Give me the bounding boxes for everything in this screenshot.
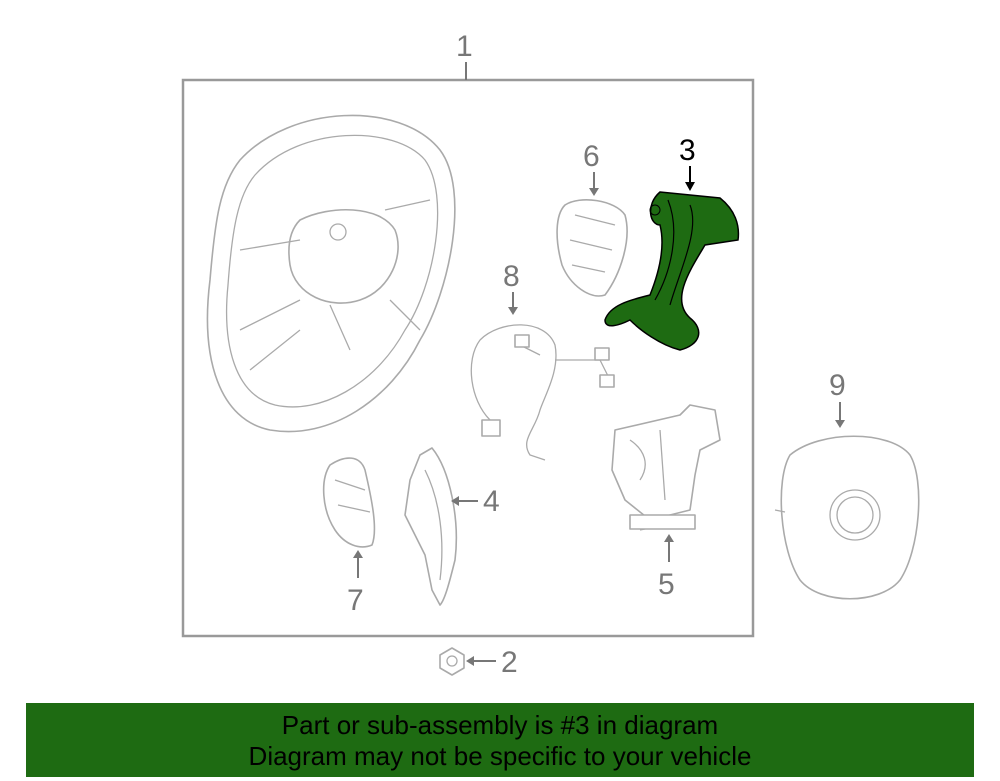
- callout-6-label: 6: [583, 140, 600, 173]
- part-2-nut-drawing: [439, 647, 465, 676]
- callout-3-label: 3: [679, 134, 696, 167]
- banner-line-disclaimer: Diagram may not be specific to your vehi…: [248, 741, 752, 771]
- part-7-drawing: [322, 457, 376, 548]
- callout-7-label: 7: [347, 584, 364, 617]
- part-4-drawing: [404, 447, 458, 606]
- part-8-drawing: [470, 324, 615, 461]
- part-5-drawing: [611, 404, 721, 531]
- assembly-frame: [181, 78, 755, 638]
- part-3-drawing-highlighted: [604, 191, 740, 351]
- part-6-drawing: [556, 199, 628, 297]
- callout-8-label: 8: [503, 260, 520, 293]
- callout-4-label: 4: [483, 485, 500, 518]
- callout-5-label: 5: [658, 568, 675, 601]
- steering-wheel-drawing: [206, 114, 456, 433]
- callout-9-label: 9: [829, 369, 846, 402]
- part-info-banner: Part or sub-assembly is #3 in diagram Di…: [26, 703, 974, 777]
- callout-1-label: 1: [456, 30, 473, 63]
- banner-line-part: Part or sub-assembly is #3 in diagram: [281, 710, 719, 740]
- callout-2-label: 2: [501, 646, 518, 679]
- part-9-airbag-drawing: [774, 435, 920, 600]
